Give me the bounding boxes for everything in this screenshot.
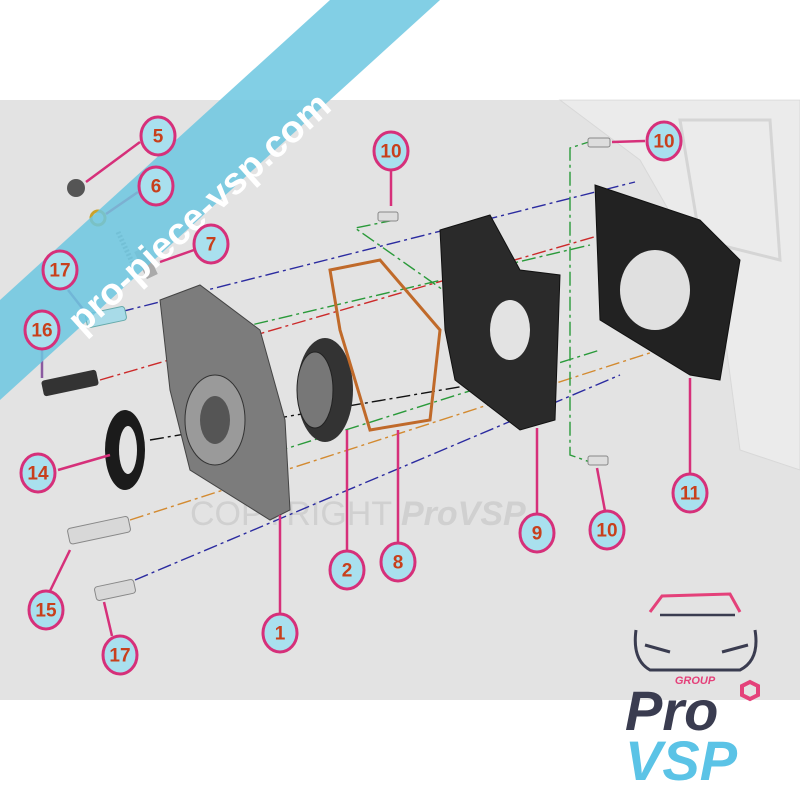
callout-11: 11: [671, 472, 709, 514]
callout-number: 1: [275, 624, 286, 645]
callout-number: 10: [380, 142, 401, 163]
callout-number: 8: [393, 553, 404, 574]
gasket-hole: [620, 250, 690, 330]
callout-number: 5: [153, 127, 164, 148]
callout-1: 1: [261, 612, 299, 654]
svg-text:Pro: Pro: [625, 679, 718, 742]
bolt-15: [67, 515, 131, 545]
callout-circle: [261, 612, 299, 654]
bolt-17-bottom: [94, 579, 136, 601]
callout-circle: [41, 249, 79, 291]
oil-seal: [105, 410, 145, 490]
callout-number: 17: [49, 261, 70, 282]
seal-ring: [328, 258, 442, 432]
callout-17: 17: [41, 249, 79, 291]
callout-circle: [671, 472, 709, 514]
callout-circle: [328, 549, 366, 591]
callout-circle: [27, 589, 65, 631]
callout-17: 17: [101, 634, 139, 676]
callout-10: 10: [588, 509, 626, 551]
provsp-logo: GROUP Pro VSP: [625, 592, 760, 792]
callout-circle: [19, 452, 57, 494]
callout-circle: [139, 115, 177, 157]
leader-lines: [40, 139, 692, 637]
copyright-watermark: COPYRIGHT ProVSP: [190, 495, 526, 533]
callout-6: 6: [137, 165, 175, 207]
callout-2: 2: [328, 549, 366, 591]
pump-rotor: [296, 338, 353, 442]
callout-number: 15: [35, 601, 57, 622]
callout-14: 14: [19, 452, 57, 494]
callout-number: 2: [342, 561, 353, 582]
callout-number: 16: [31, 321, 52, 342]
callout-group: 5 6 7 17 16 14 15 17 1 2 8 9 10 10 10 11: [19, 115, 709, 676]
callout-circle: [588, 509, 626, 551]
callout-number: 10: [596, 521, 617, 542]
callout-number: 10: [653, 132, 674, 153]
callout-number: 17: [109, 646, 130, 667]
callout-circle: [192, 223, 230, 265]
svg-text:VSP: VSP: [625, 729, 738, 792]
svg-text:GROUP: GROUP: [675, 675, 716, 687]
callout-10: 10: [645, 120, 683, 162]
callout-8: 8: [379, 541, 417, 583]
callout-10: 10: [372, 130, 410, 172]
callout-circle: [518, 512, 556, 554]
callout-circle: [101, 634, 139, 676]
callout-5: 5: [139, 115, 177, 157]
callout-number: 11: [680, 484, 701, 505]
bolt-16: [41, 369, 99, 397]
callout-7: 7: [192, 223, 230, 265]
callout-16: 16: [23, 309, 61, 351]
callout-circle: [23, 309, 61, 351]
callout-circle: [645, 120, 683, 162]
callout-circle: [379, 541, 417, 583]
callout-circle: [137, 165, 175, 207]
cover-plate-hole: [490, 300, 530, 360]
callout-circle: [372, 130, 410, 172]
callout-number: 6: [151, 177, 162, 198]
callout-number: 7: [206, 235, 217, 256]
screws-10: [377, 137, 611, 466]
callout-number: 9: [532, 524, 543, 545]
callout-9: 9: [518, 512, 556, 554]
callout-15: 15: [27, 589, 65, 631]
engine-block-background: [558, 99, 800, 471]
callout-number: 14: [27, 464, 49, 485]
oil-pump-body: [159, 284, 291, 521]
